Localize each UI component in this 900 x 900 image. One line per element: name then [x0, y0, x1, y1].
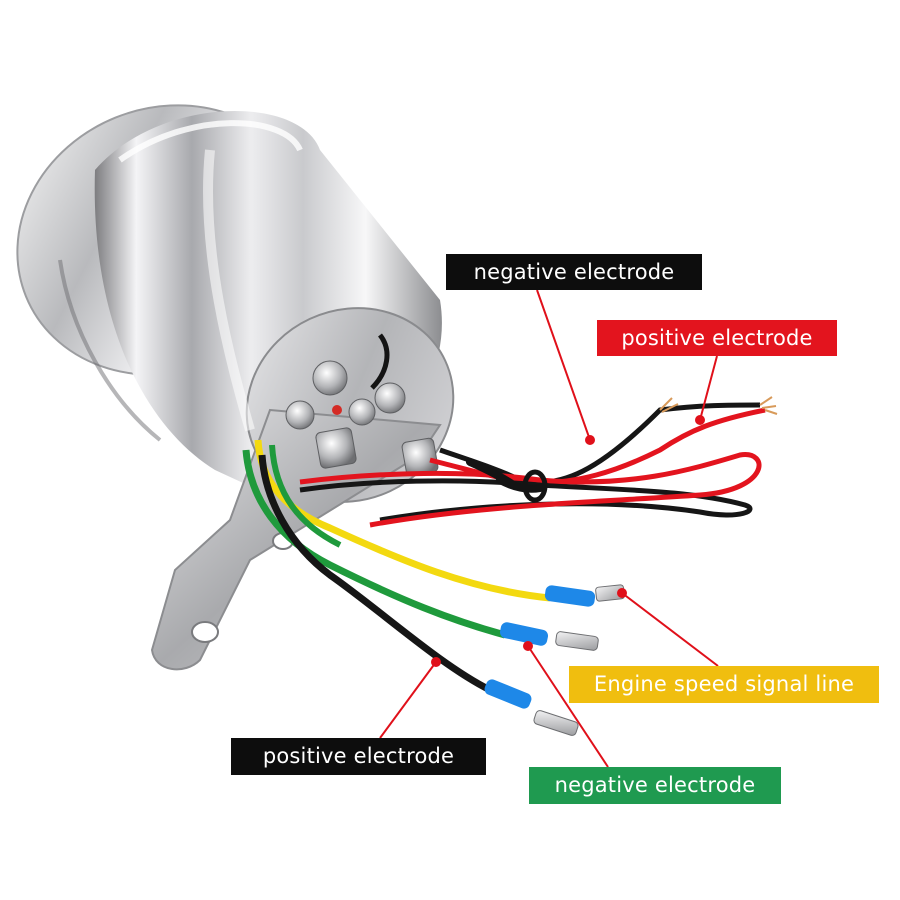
signal-wires: [242, 439, 625, 736]
label-negative-electrode-top: negative electrode: [446, 254, 702, 290]
label-engine-speed-signal-line: Engine speed signal line: [569, 666, 879, 703]
callout-lines: [379, 289, 719, 768]
power-harness: [299, 396, 778, 528]
label-positive-electrode-bottom: positive electrode: [231, 738, 486, 775]
label-negative-electrode-bottom: negative electrode: [529, 767, 781, 804]
label-positive-electrode-top: positive electrode: [597, 320, 837, 356]
terminal-studs: [285, 333, 439, 477]
